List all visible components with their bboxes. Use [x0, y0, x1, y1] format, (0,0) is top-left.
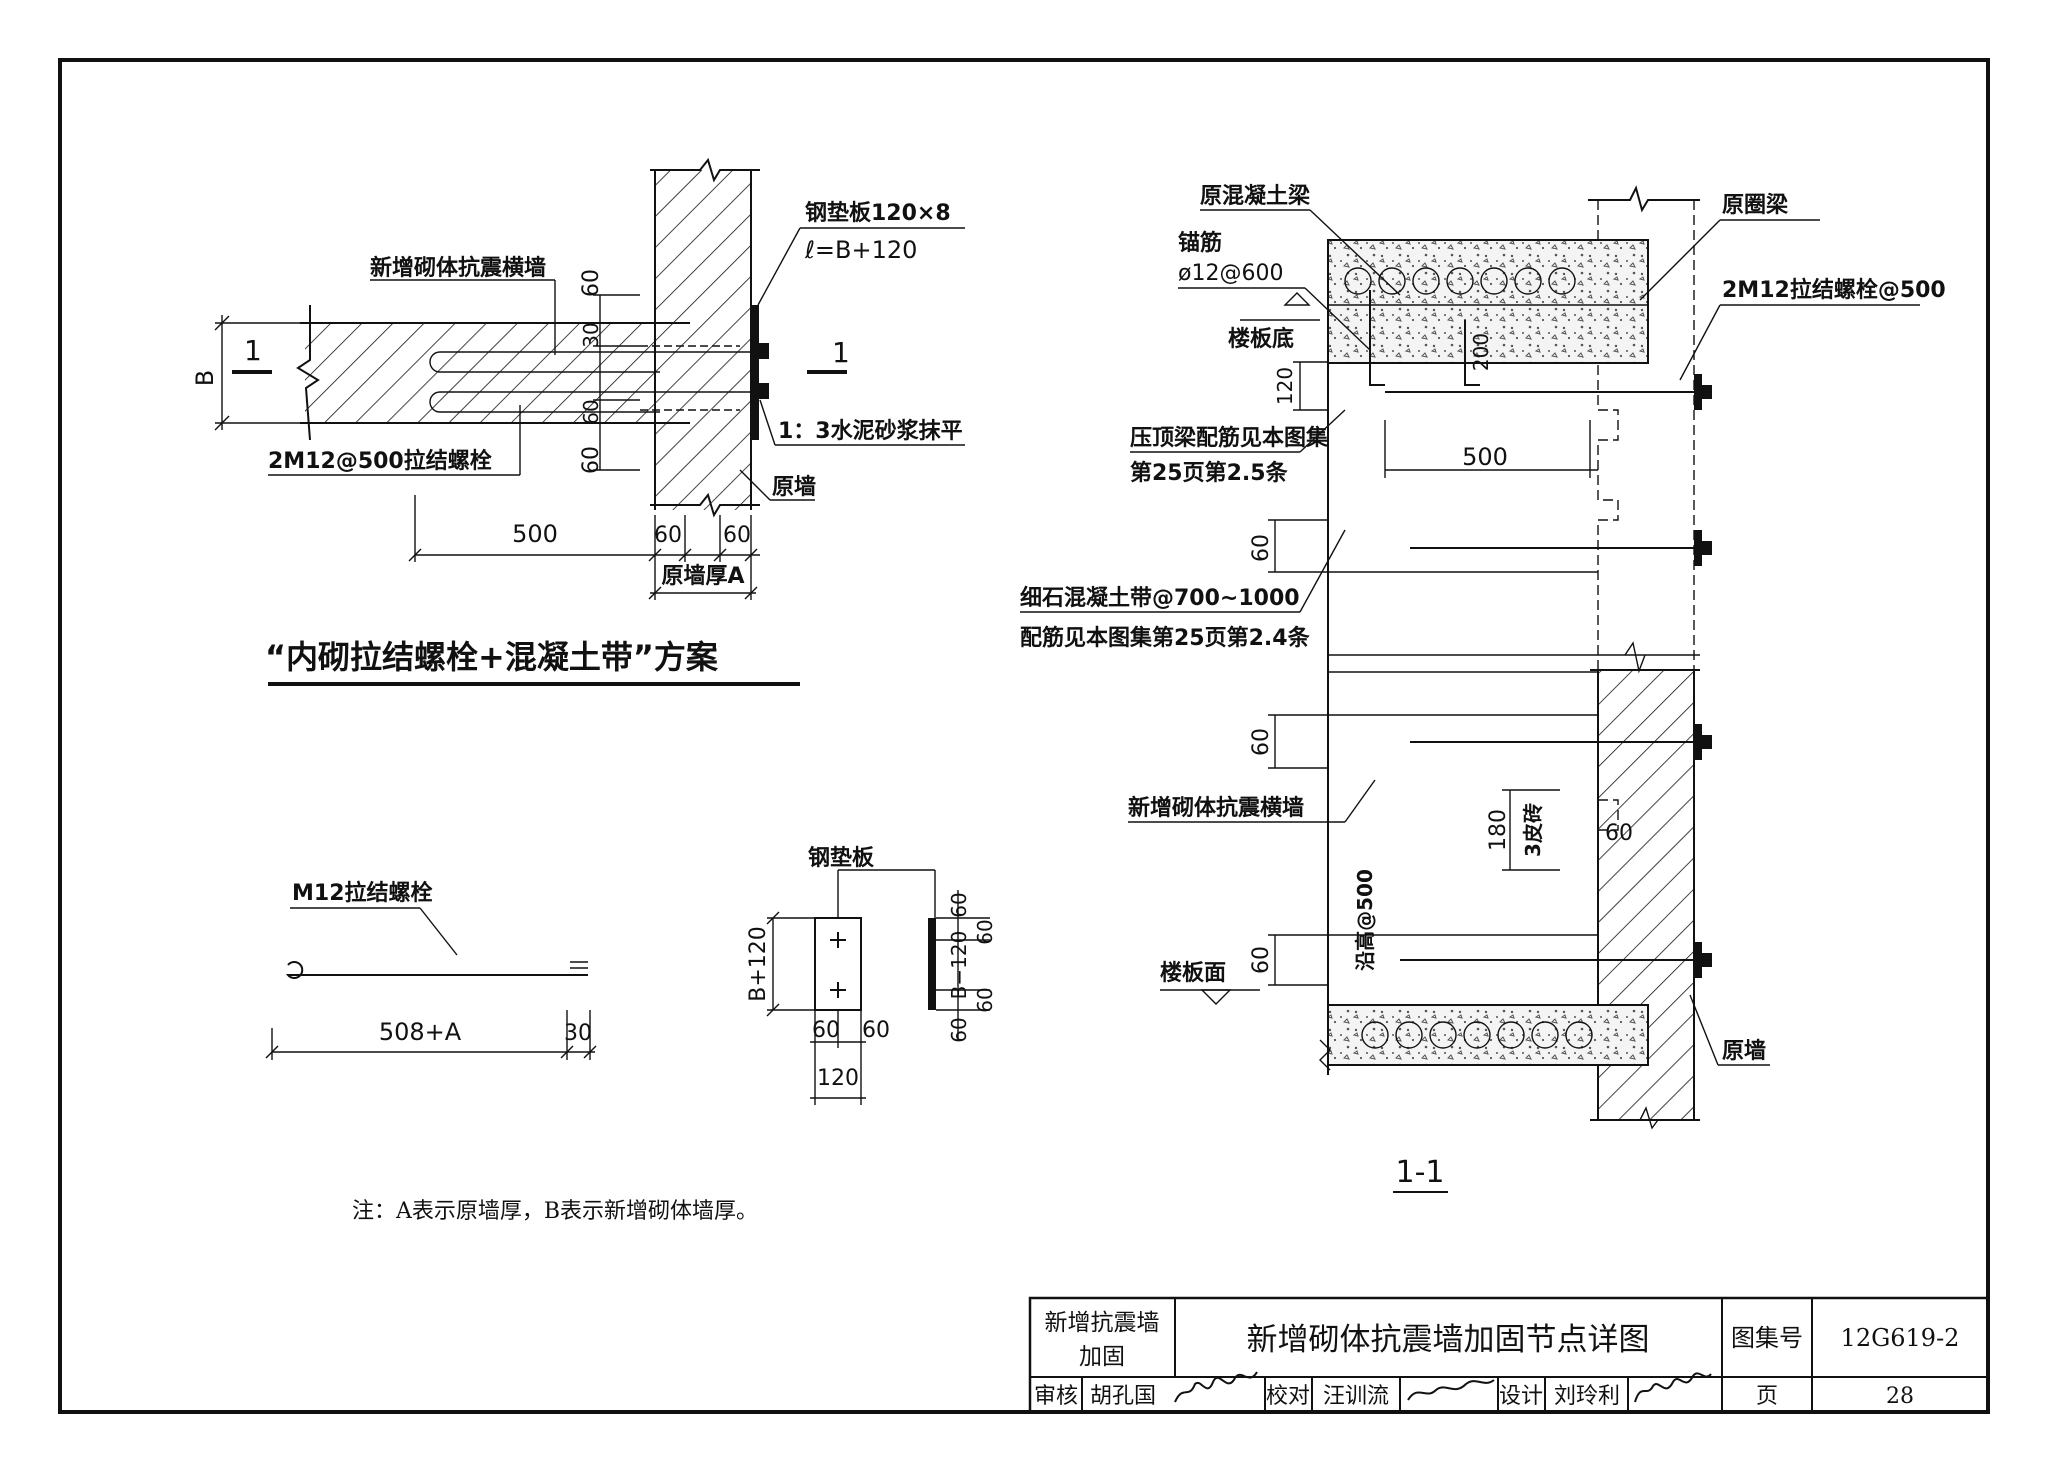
dim-30-a: 30: [579, 322, 603, 347]
dim-500-left: 500: [512, 520, 558, 548]
bolt-row-3: [1410, 724, 1712, 760]
label-orig-wall-section: 原墙: [1722, 1039, 1766, 1064]
dim-60-section-d: 60: [1249, 946, 1274, 974]
label-bolts-left: 2M12@500拉结螺栓: [268, 448, 492, 474]
signature-designer: [1634, 1372, 1712, 1403]
label-steel-plate: 钢垫板: [808, 845, 875, 871]
sheet-border: [58, 58, 1990, 1414]
tb-title: 新增砌体抗震墙加固节点详图: [1247, 1322, 1650, 1358]
signature-reviewer: [1174, 1371, 1258, 1403]
label-anchor: 锚筋: [1178, 230, 1222, 256]
signature-checker: [1407, 1379, 1495, 1401]
label-cap-beam-2: 第25页第2.5条: [1130, 460, 1289, 486]
tb-atlas-label: 图集号: [1731, 1324, 1803, 1352]
dim-60-section-a: 60: [1249, 534, 1274, 562]
tb-reviewer: 胡孔国: [1090, 1384, 1156, 1409]
dim-60-section-c: 60: [1605, 821, 1633, 846]
note-text: 注：A表示原墙厚，B表示新增砌体墙厚。: [352, 1199, 758, 1224]
bolt-row-1: [1385, 374, 1712, 410]
plate-detail: 钢垫板 B+120 60 60 120 60 60 B−120 60 60: [746, 845, 997, 1105]
label-bolts-section: 2M12拉结螺栓@500: [1722, 277, 1946, 303]
label-new-wall: 新增砌体抗震横墙: [370, 255, 546, 281]
tb-designer: 刘玲利: [1554, 1384, 1620, 1409]
label-3-skin-brick: 3皮砖: [1521, 803, 1545, 857]
tb-page-no: 28: [1886, 1384, 1914, 1409]
dim-plate-height: B+120: [746, 926, 771, 1002]
dim-60-h2: 60: [723, 523, 751, 548]
label-orig-wall-left: 原墙: [772, 475, 816, 500]
tb-design-label: 设计: [1499, 1384, 1543, 1409]
dim-120-section: 120: [1273, 367, 1297, 405]
label-slab-top: 楼板面: [1160, 961, 1226, 986]
tb-atlas-no: 12G619-2: [1841, 1324, 1960, 1352]
bolt-row-4: [1400, 942, 1712, 978]
tb-checker: 汪训流: [1323, 1384, 1389, 1409]
dim-plate-width: 120: [817, 1066, 859, 1091]
dim-plate-r-bot: 60: [947, 1017, 971, 1042]
bolt-detail: M12拉结螺栓 508+A 30: [265, 880, 597, 1060]
title-block: 新增抗震墙 加固 新增砌体抗震墙加固节点详图 图集号 12G619-2 审核 胡…: [1028, 1296, 1990, 1414]
tb-check-label: 校对: [1266, 1384, 1310, 1409]
dim-plate-60a: 60: [812, 1018, 840, 1043]
dim-60-section-b: 60: [1249, 728, 1274, 756]
dim-plate-r-mid1: 60: [973, 919, 997, 944]
label-cap-beam: 压顶梁配筋见本图集: [1130, 425, 1329, 451]
dim-plate-60b: 60: [862, 1018, 890, 1043]
label-m12-bolt: M12拉结螺栓: [292, 880, 433, 906]
dim-B: B: [191, 370, 219, 386]
section-title: 1-1: [1396, 1155, 1445, 1190]
left-detail-title: “内砌拉结螺栓+混凝土带”方案: [265, 638, 719, 676]
label-mortar: 1：3水泥砂浆抹平: [778, 418, 963, 444]
label-steel-plate-spec: 钢垫板120×8: [805, 200, 951, 226]
slab-voids-bottom: [1361, 1021, 1593, 1049]
tb-category-line1: 新增抗震墙: [1045, 1310, 1160, 1336]
section-mark-right: 1: [832, 336, 850, 369]
dim-508A: 508+A: [379, 1018, 462, 1046]
dim-60-bottom: 60: [579, 446, 604, 474]
dim-60-top: 60: [579, 269, 604, 297]
tb-page-label: 页: [1756, 1384, 1778, 1409]
left-plan-detail: B 1 1 60 30 60 60 新增砌体抗震横墙 2M12@500拉结螺栓 …: [191, 157, 965, 686]
label-orig-concrete-beam: 原混凝土梁: [1200, 183, 1310, 209]
dim-plate-r-mid3: 60: [973, 987, 997, 1012]
label-anchor-spec: ø12@600: [1178, 261, 1283, 286]
beam-voids-top: [1344, 267, 1576, 295]
label-slab-bottom: 楼板底: [1228, 326, 1294, 352]
tb-category-line2: 加固: [1079, 1344, 1125, 1370]
plate-hole-top: [830, 932, 846, 948]
label-new-wall-section: 新增砌体抗震横墙: [1128, 795, 1304, 821]
label-plate-length: ℓ=B+120: [804, 236, 917, 264]
dim-30-b: 60: [579, 399, 603, 424]
bolt-row-2: [1410, 530, 1712, 566]
section-mark-left: 1: [244, 334, 262, 367]
label-along-height: 沿高@500: [1353, 869, 1377, 971]
dim-180: 180: [1486, 809, 1511, 851]
label-fine-concrete-2: 配筋见本图集第25页第2.4条: [1020, 625, 1311, 651]
dim-plate-r-top: 60: [947, 892, 971, 917]
label-fine-concrete: 细石混凝土带@700~1000: [1020, 585, 1300, 611]
dim-orig-wall-thickness: 原墙厚A: [661, 564, 744, 589]
section-1-1: 120 200 500 60 60 60 180 3皮砖 60 沿高@500 楼…: [1020, 183, 1946, 1193]
tb-review-label: 审核: [1034, 1384, 1078, 1409]
dim-60-h1: 60: [654, 523, 682, 548]
dim-200-section: 200: [1469, 333, 1493, 371]
dim-500-section: 500: [1462, 443, 1508, 471]
dim-30-bolt: 30: [564, 1021, 592, 1046]
plate-hole-bottom: [830, 982, 846, 998]
label-ring-beam: 原圈梁: [1722, 193, 1788, 218]
dim-plate-r-mid2: B−120: [947, 931, 971, 1000]
